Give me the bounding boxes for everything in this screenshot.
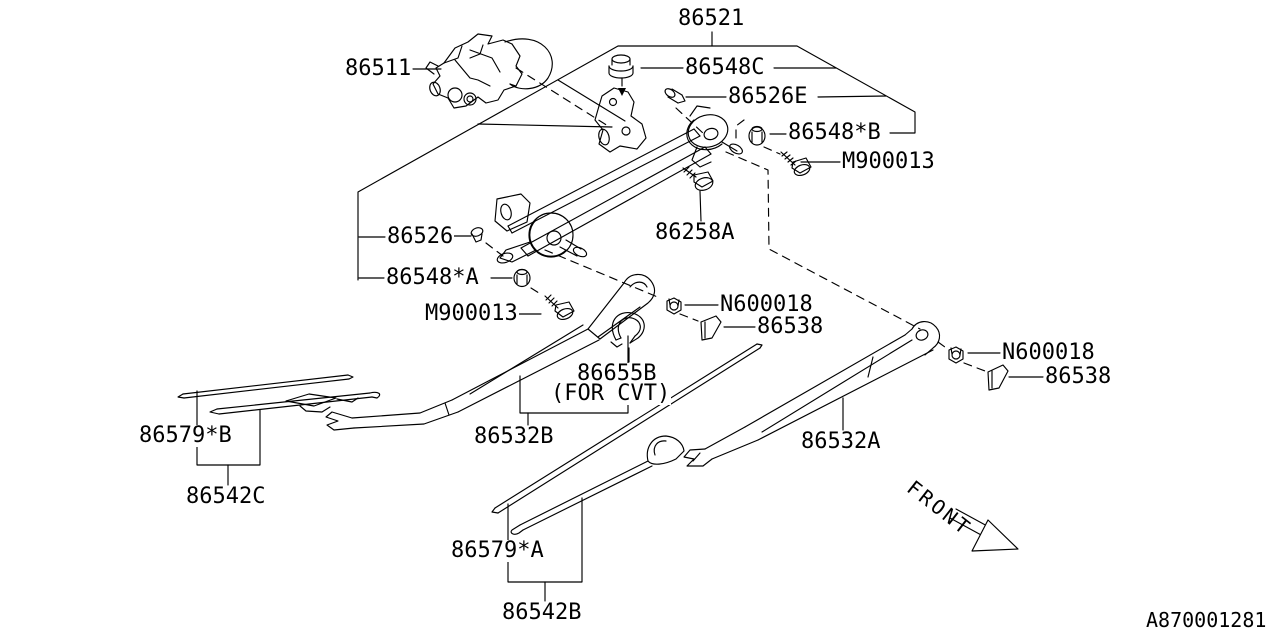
part-label-grommet-a: 86548*A [385,265,480,290]
screw-m900013a-drawing [544,294,575,321]
nut-n600018-left-drawing [666,297,682,315]
refill-left-drawing [177,374,354,399]
cap-86548c-drawing [608,54,634,79]
part-label-grommet-c: 86548C [684,55,766,80]
part-label-grommet-b: 86548*B [787,120,882,145]
part-label-refill-bottom: 86579*A [450,538,545,563]
refill-bottom-drawing [491,343,763,514]
part-label-pin: 86526 [386,224,455,249]
part-label-cap-left: 86538 [756,314,825,339]
grommet-86548b-drawing [748,125,766,146]
part-label-cap-right: 86538 [1044,364,1113,389]
grommet-86548a-drawing [513,268,531,288]
cap-86538-right-drawing [987,364,1009,391]
blade-left-drawing [209,391,381,415]
cap-86538-left-drawing [700,315,722,341]
bolt-86258a-drawing [682,166,714,191]
part-label-screw-b: M900013 [841,149,936,174]
front-direction-arrow [949,508,1019,552]
pin-86526e-drawing [664,88,686,104]
assembly-axis-dashed-lines [485,67,986,372]
wiper-motor-drawing [425,33,553,109]
part-label-cvt-clip: 86655B [576,361,658,386]
leader-lines [196,67,1044,602]
part-label-screw-a: M900013 [424,301,519,326]
part-label-refill-left: 86579*B [138,423,233,448]
part-label-nut-left: N600018 [719,292,814,317]
wiper-arm-left-drawing [325,273,656,431]
nut-n600018-right-drawing [948,346,964,364]
right-pivot-drawing [686,105,743,168]
part-label-blade-bottom: 86542B [501,600,583,625]
mount-bracket-drawing [594,87,647,153]
left-pivot-drawing [496,212,588,264]
wiper-arm-right-drawing [683,321,941,467]
assembly-boundary-outline [357,31,916,281]
drawing-number: A870001281 [1146,608,1267,632]
part-label-blade-left: 86542C [185,484,267,509]
part-label-pin-e: 86526E [727,84,809,109]
part-label-arm-right: 86532A [800,429,882,454]
part-label-motor: 86511 [344,56,413,81]
pin-86526-drawing [470,227,484,243]
part-label-nut-right: N600018 [1001,340,1096,365]
part-label-assembly: 86521 [677,6,746,31]
part-label-pivot-bolt: 86258A [654,220,736,245]
part-label-arm-left: 86532B [473,424,555,449]
screw-m900013b-drawing [780,151,812,177]
part-label-cvt-note: (FOR CVT) [550,381,672,406]
blade-bottom-drawing [510,435,685,535]
